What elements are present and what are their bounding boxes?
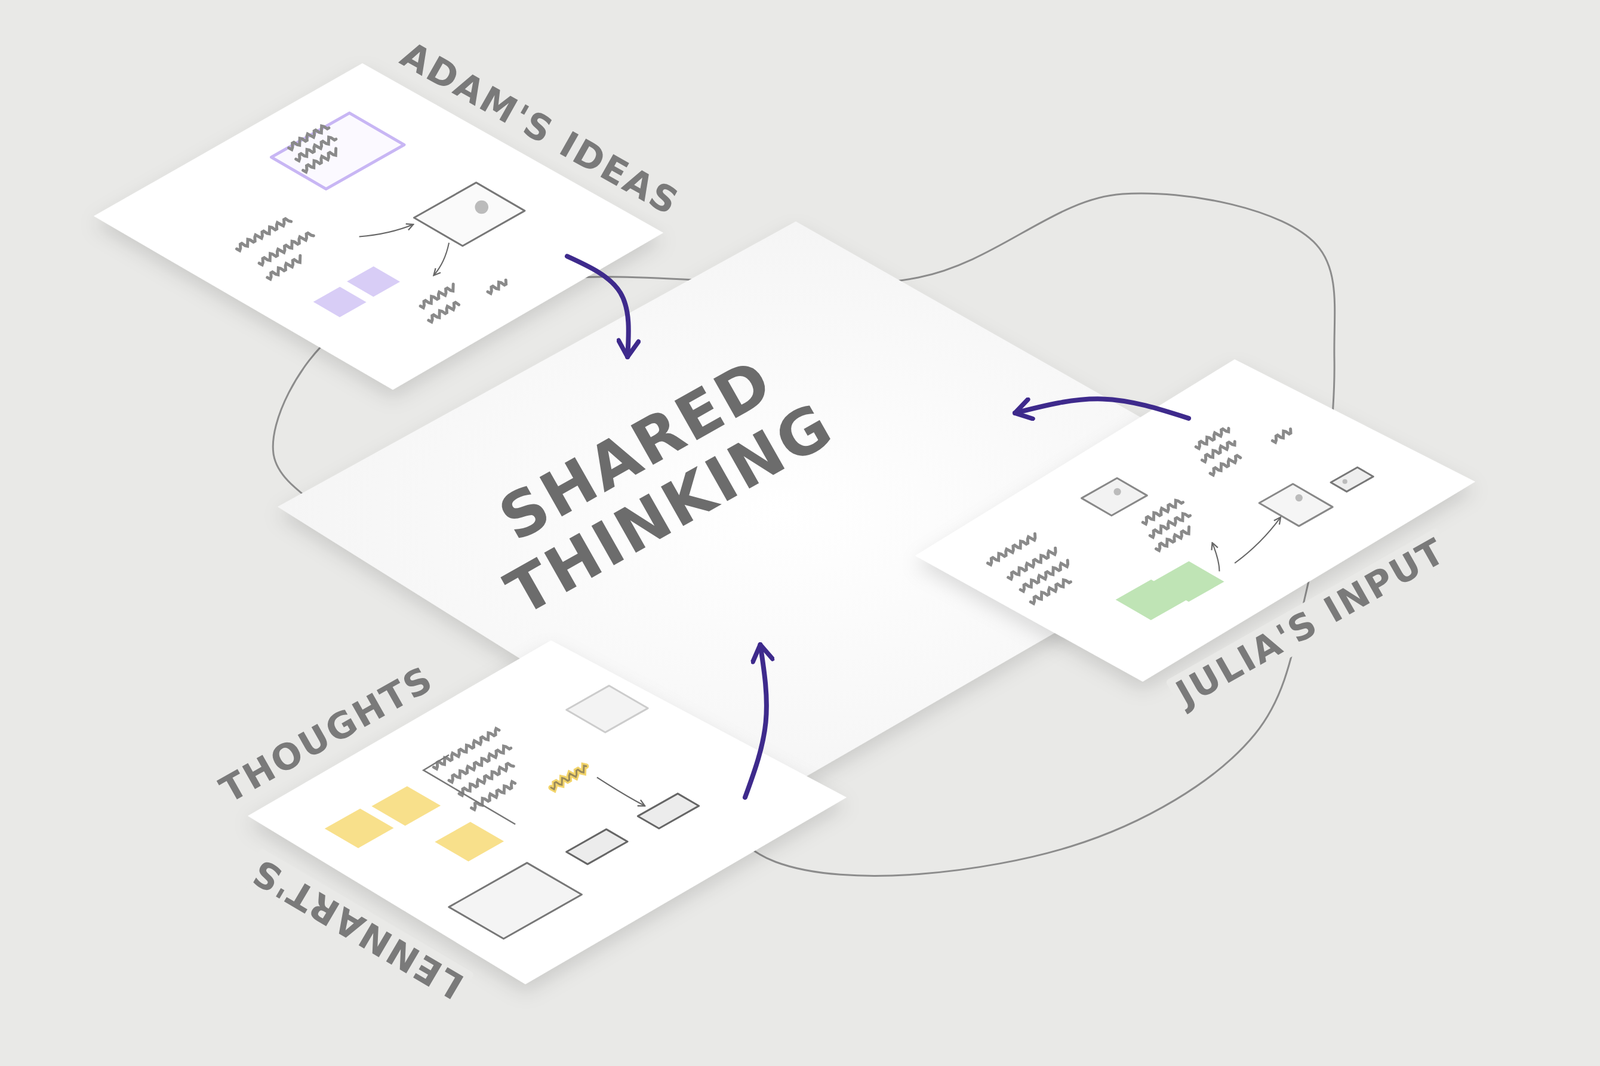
julia-sheet — [915, 359, 1476, 682]
scribble — [1195, 428, 1229, 449]
scribble — [448, 746, 512, 783]
sketch-card — [271, 112, 405, 189]
scribble — [1142, 500, 1183, 524]
sheet: LENNART'STHOUGHTS — [334, 674, 746, 902]
sheet: ADAM'S IDEAS — [179, 149, 568, 287]
scribble — [428, 302, 460, 323]
sketch-arrow — [1212, 542, 1220, 572]
flow-arrow — [1014, 398, 1189, 419]
adam-sheet — [93, 63, 664, 390]
icon-dot — [1342, 479, 1348, 485]
scribble — [551, 765, 587, 790]
flow-arrow — [745, 644, 767, 798]
sheet-heading: ADAM'S IDEAS — [389, 31, 691, 226]
scribble — [1030, 580, 1071, 604]
sketch-card — [313, 286, 367, 318]
scribble — [1210, 455, 1241, 476]
sheet-heading: LENNART'S — [240, 847, 475, 1009]
sheet-heading: JULIA'S INPUT — [1165, 527, 1457, 718]
sheet-heading: THOUGHTS — [208, 655, 445, 814]
scribble — [487, 280, 507, 294]
sketch-card — [1153, 561, 1225, 602]
scribble — [1272, 429, 1291, 443]
icon-dot — [1295, 494, 1303, 502]
sketch-card — [1259, 484, 1333, 527]
sketch-arrow — [1234, 517, 1281, 564]
sketch-card — [434, 822, 504, 862]
scribble — [259, 232, 314, 265]
scribble — [420, 284, 454, 308]
sheet: JULIA'S INPUT — [1026, 405, 1362, 633]
scribble — [551, 765, 587, 790]
sketch-card — [1330, 467, 1374, 492]
sheet-sketches — [237, 112, 1374, 939]
scribble — [1149, 514, 1190, 538]
scribble — [987, 533, 1035, 565]
sketch-card — [566, 685, 648, 733]
sketch-card — [448, 863, 583, 940]
icon-dot — [474, 200, 489, 215]
sheet: SHARED THINKING — [477, 357, 1015, 645]
scribble — [267, 255, 301, 279]
sketch-arrow — [359, 224, 414, 238]
scribble — [433, 728, 500, 770]
scribble — [303, 148, 337, 172]
sketch-card — [371, 786, 441, 826]
sketch-arrow — [597, 777, 645, 806]
bracket — [423, 755, 516, 825]
scribble — [237, 218, 292, 251]
icon-dot — [1113, 488, 1121, 496]
sketch-card — [637, 794, 699, 829]
sketch-arrow — [433, 242, 449, 276]
sketch-card — [1081, 478, 1148, 516]
sketch-card — [346, 266, 400, 297]
scribble — [1008, 548, 1056, 580]
sketch-card — [414, 182, 525, 246]
scribble — [471, 782, 516, 811]
flow-arrow — [567, 256, 629, 358]
sketch-card — [566, 829, 628, 864]
sheet-title: SHARED THINKING — [432, 314, 874, 645]
sketch-card — [324, 808, 395, 849]
scribble — [1156, 527, 1190, 551]
